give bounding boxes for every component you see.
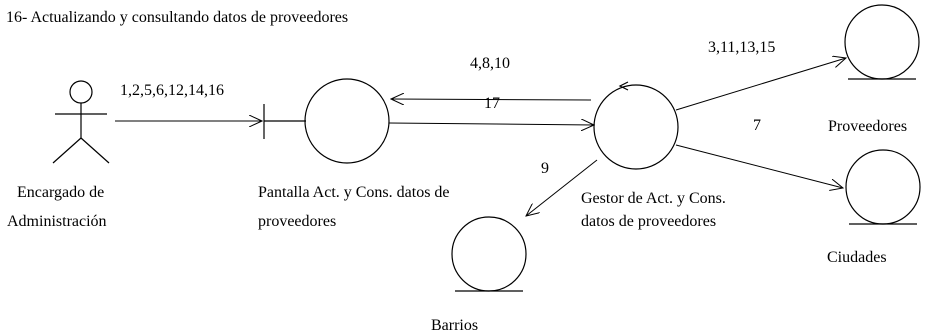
- message-arrow-boundary-to-control: [388, 123, 594, 125]
- actor-label-line2: Administración: [7, 213, 107, 230]
- entity-ciudades-icon: [845, 149, 921, 225]
- message-label-control-to-boundary: 4,8,10: [470, 55, 510, 72]
- message-label-control-to-proveedores: 3,11,13,15: [708, 39, 775, 56]
- entity-label-ciudades: Ciudades: [827, 249, 887, 266]
- message-label-boundary-to-control: 17: [484, 95, 500, 112]
- control-label-line1: Gestor de Act. y Cons.: [581, 190, 726, 207]
- entity-label-proveedores: Proveedores: [828, 118, 907, 135]
- message-arrow-control-to-proveedores: [675, 58, 846, 111]
- entity-label-barrios: Barrios: [431, 317, 478, 334]
- control-object-icon: [593, 81, 679, 170]
- boundary-label-line2: proveedores: [258, 213, 336, 230]
- message-label-control-to-ciudades: 7: [753, 117, 761, 134]
- entity-barrios-icon: [451, 216, 527, 292]
- message-arrow-control-to-boundary: [391, 99, 592, 100]
- message-label-control-to-barrios: 9: [541, 160, 549, 177]
- entity-proveedores-icon: [844, 4, 920, 80]
- message-arrow-control-to-ciudades: [675, 144, 843, 188]
- actor-stick-figure-icon: [52, 80, 110, 164]
- control-label-line2: datos de proveedores: [581, 213, 716, 230]
- diagram-title: 16- Actualizando y consultando datos de …: [6, 9, 348, 26]
- message-label-actor-to-boundary: 1,2,5,6,12,14,16: [120, 82, 224, 99]
- boundary-label-line1: Pantalla Act. y Cons. datos de: [258, 184, 450, 201]
- message-arrow-control-to-barrios: [526, 159, 598, 216]
- boundary-object-icon: [263, 78, 390, 164]
- actor-label-line1: Encargado de: [17, 184, 104, 201]
